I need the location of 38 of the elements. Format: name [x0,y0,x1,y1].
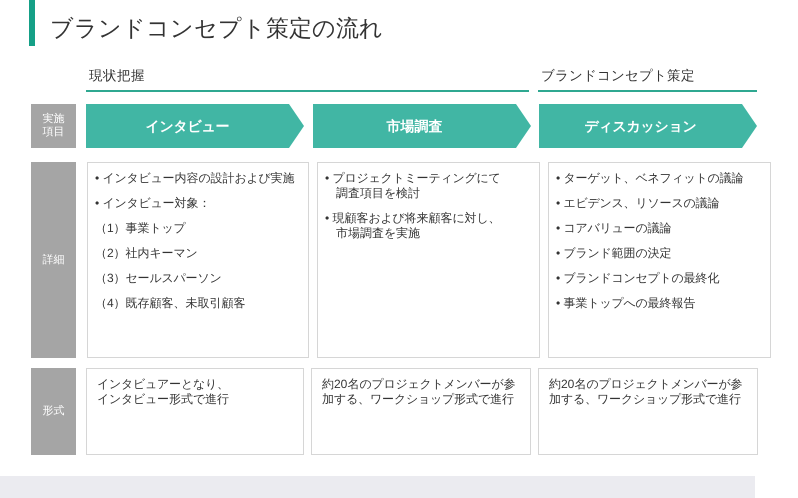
list-item: • エビデンス、リソースの議論 [556,196,721,211]
list-item: • 現顧客および将来顧客に対し、市場調査を実施 [325,211,502,241]
step-label: 市場調査 [386,117,442,135]
step-label: ディスカッション [584,117,696,135]
detail-panel [548,162,771,358]
page-title: ブランドコンセプト策定の流れ [50,14,383,43]
list-item: （4）既存顧客、未取引顧客 [95,296,247,311]
format-panel [311,368,531,455]
list-item: • ブランド範囲の決定 [556,246,673,261]
step-label: インタビュー [146,117,230,135]
list-item: （2）社内キーマン [95,246,199,261]
detail-panel [87,162,309,358]
chevron-step [86,104,304,148]
phase-label: ブランドコンセプト策定 [541,67,695,85]
format-text: インタビュアーとなり、インタビュー形式で進行 [97,377,230,407]
row-header [31,104,76,148]
format-panel [86,368,304,455]
list-item: • ターゲット、ベネフィットの議論 [556,171,745,186]
list-item: （1）事業トップ [95,221,187,236]
list-item: • プロジェクトミーティングにて調査項目を検討 [325,171,502,201]
format-panel [538,368,758,455]
chevron-step [313,104,531,148]
row-header [31,368,76,455]
row-header [31,162,76,358]
list-item: • 事業トップへの最終報告 [556,296,697,311]
detail-panel [317,162,540,358]
row-header-label: 実施項目 [42,113,66,139]
format-text: 約20名のプロジェクトメンバーが参加する、ワークショップ形式で進行 [322,377,516,407]
list-item: • インタビュー内容の設計および実施 [95,171,295,186]
phase-label: 現状把握 [89,67,145,85]
list-item: • インタビュー対象： [95,196,212,211]
row-header-label: 詳細 [42,254,66,266]
list-item: （3）セールスパーソン [95,271,223,286]
list-item: • ブランドコンセプトの最終化 [556,271,721,286]
format-text: 約20名のプロジェクトメンバーが参加する、ワークショップ形式で進行 [549,377,744,407]
chevron-step [539,104,757,148]
row-header-label: 形式 [42,405,66,418]
list-item: • コアバリューの議論 [556,221,673,236]
